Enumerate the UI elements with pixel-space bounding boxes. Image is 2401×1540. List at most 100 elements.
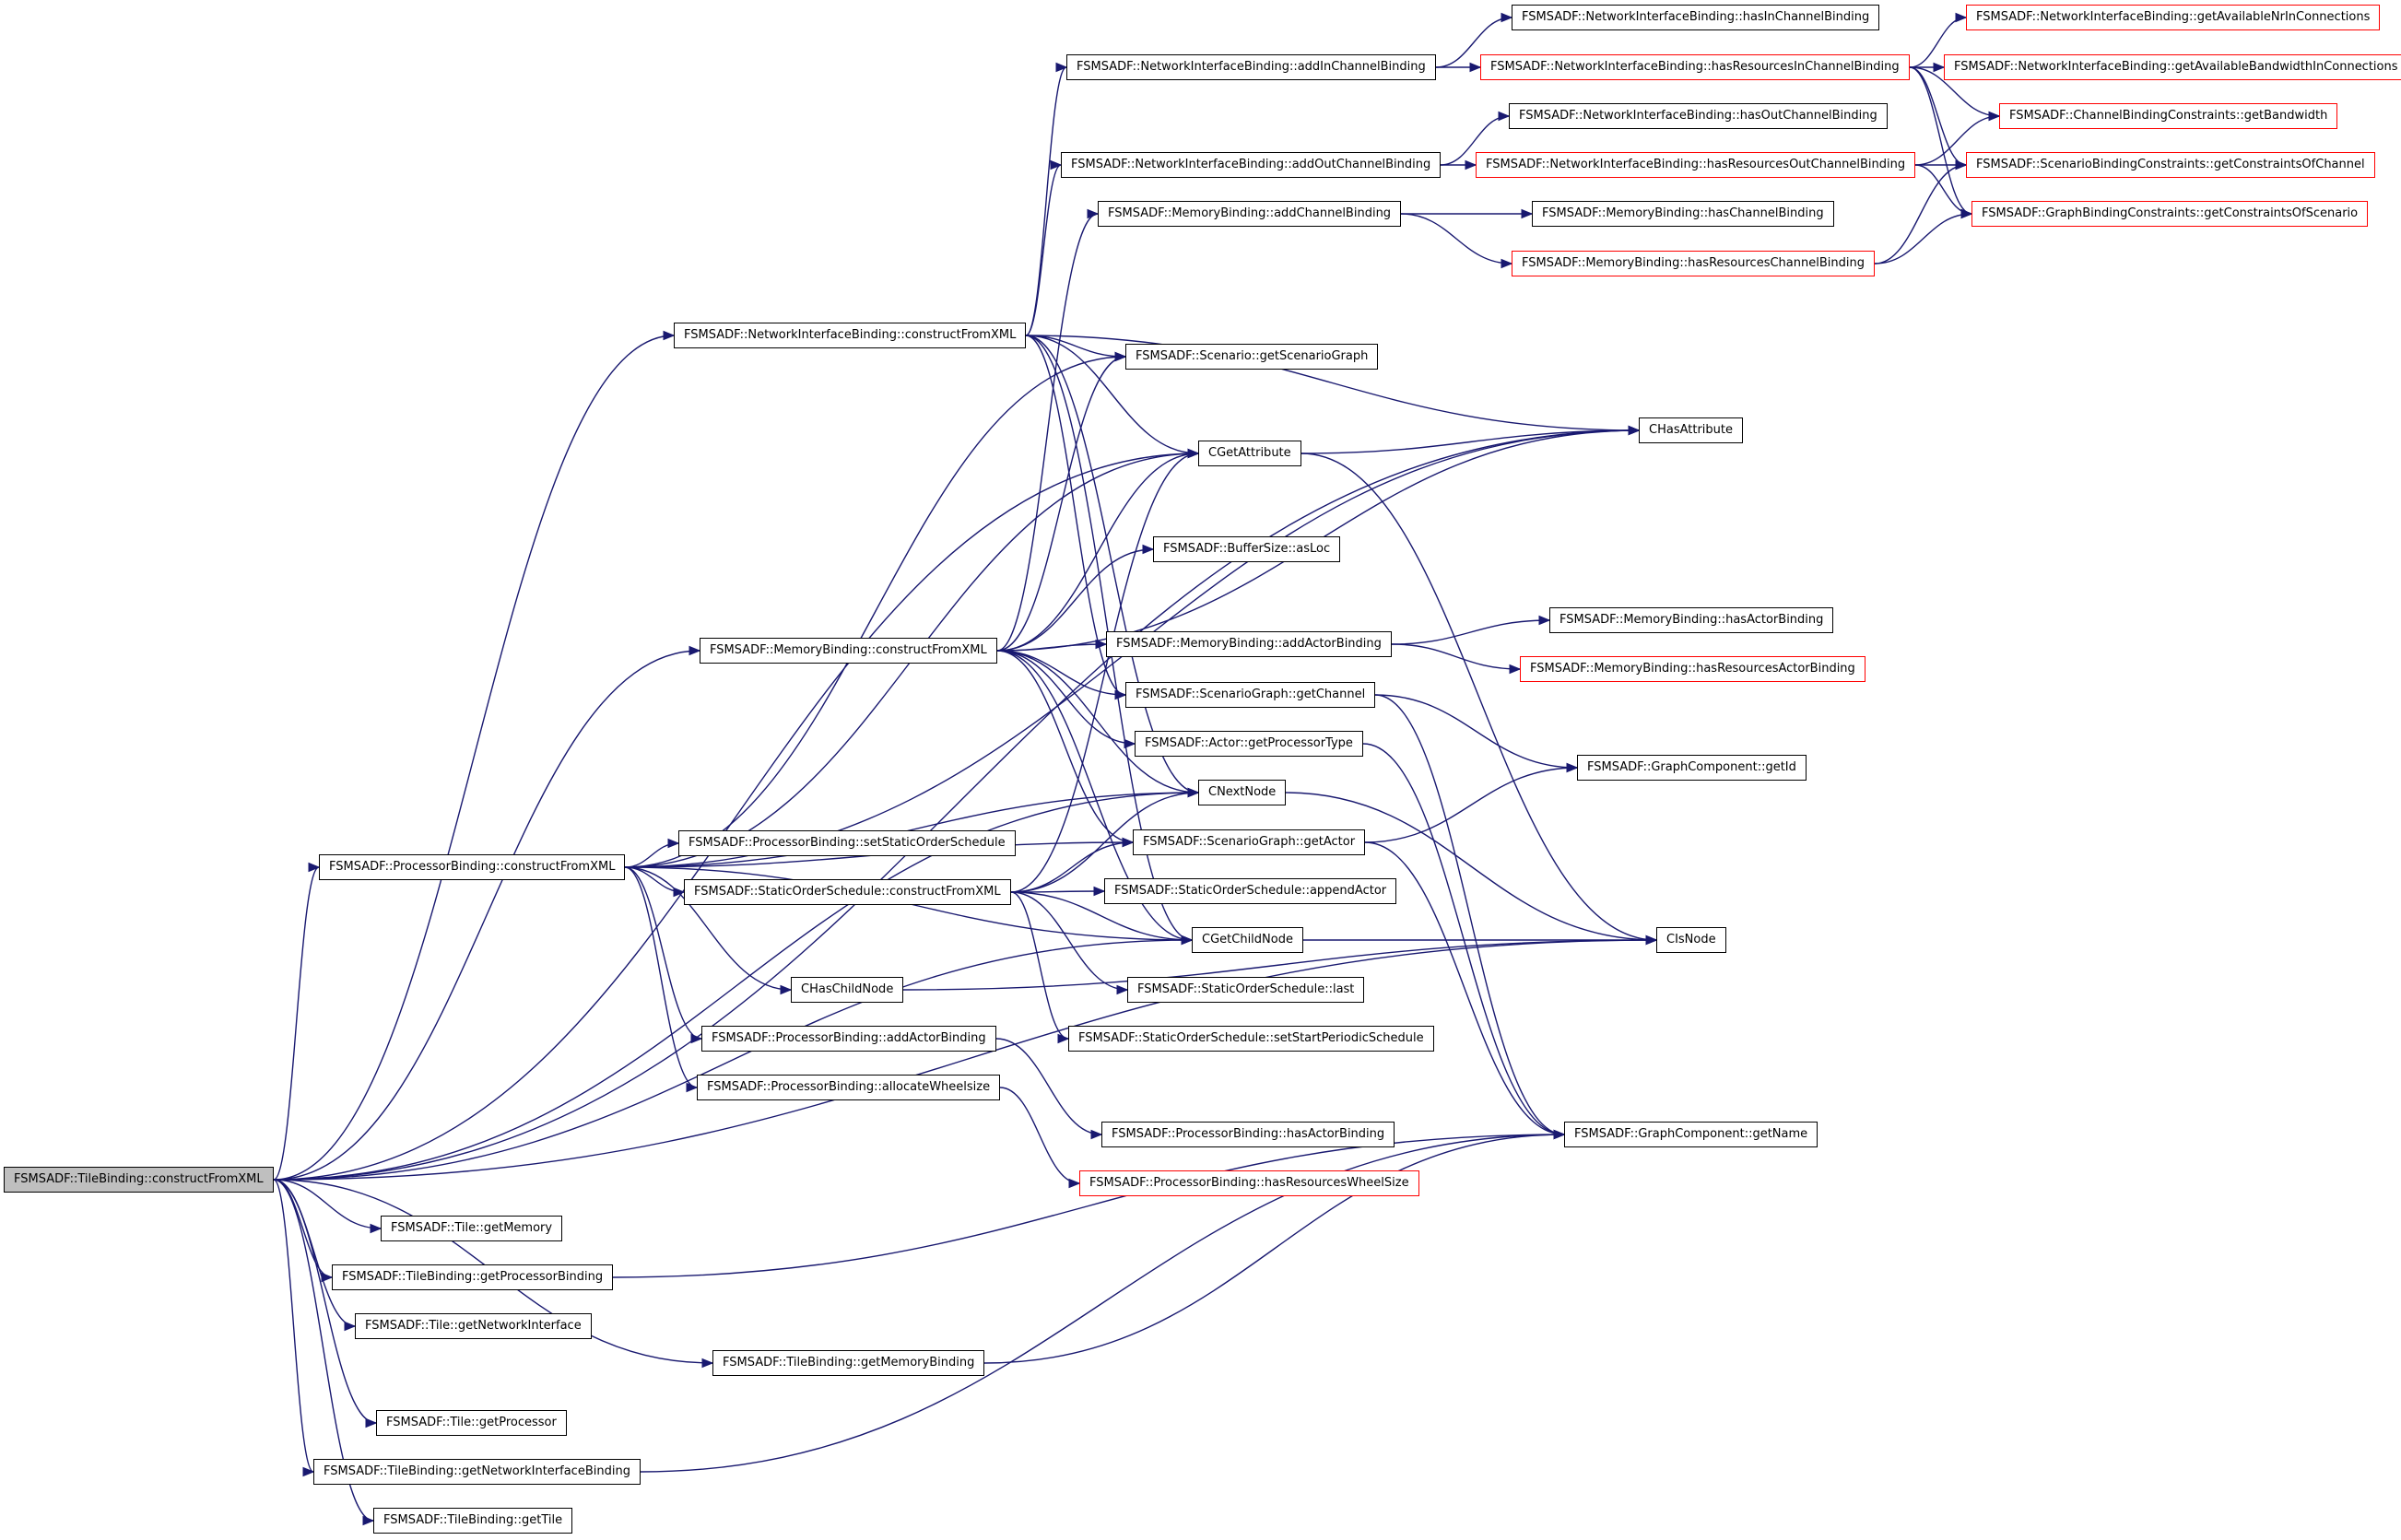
call-edge <box>273 1179 374 1522</box>
node[interactable]: FSMSADF::ScenarioGraph::getChannel <box>1125 682 1376 708</box>
node[interactable]: CGetChildNode <box>1192 927 1303 953</box>
node[interactable]: FSMSADF::ProcessorBinding::hasResourcesW… <box>1079 1170 1419 1196</box>
node[interactable]: FSMSADF::GraphComponent::getId <box>1577 755 1807 781</box>
node[interactable]: CNextNode <box>1198 780 1287 805</box>
node[interactable]: FSMSADF::ChannelBindingConstraints::getB… <box>1999 103 2338 129</box>
node[interactable]: FSMSADF::ProcessorBinding::allocateWheel… <box>697 1075 1001 1100</box>
call-edge <box>1010 891 1069 1040</box>
arrowhead-icon <box>1181 935 1194 946</box>
node[interactable]: FSMSADF::Tile::getNetworkInterface <box>355 1313 592 1339</box>
arrowhead-icon <box>1114 689 1127 700</box>
node[interactable]: FSMSADF::ScenarioBindingConstraints::get… <box>1966 152 2375 178</box>
node[interactable]: FSMSADF::Scenario::getScenarioGraph <box>1125 344 1379 370</box>
node[interactable]: FSMSADF::TileBinding::getTile <box>373 1508 573 1534</box>
node[interactable]: FSMSADF::StaticOrderSchedule::constructF… <box>684 879 1011 905</box>
node[interactable]: FSMSADF::MemoryBinding::hasChannelBindin… <box>1532 201 1834 227</box>
node[interactable]: FSMSADF::MemoryBinding::addActorBinding <box>1106 631 1392 657</box>
node[interactable]: FSMSADF::NetworkInterfaceBinding::hasOut… <box>1509 103 1888 129</box>
call-edge <box>1301 429 1640 454</box>
node[interactable]: FSMSADF::TileBinding::getNetworkInterfac… <box>313 1459 641 1485</box>
call-edge <box>1025 335 1640 431</box>
node-root[interactable]: FSMSADF::TileBinding::constructFromXML <box>4 1167 274 1193</box>
node[interactable]: FSMSADF::MemoryBinding::addChannelBindin… <box>1098 201 1402 227</box>
node[interactable]: FSMSADF::ProcessorBinding::addActorBindi… <box>701 1026 996 1052</box>
call-edge <box>1010 891 1128 991</box>
node[interactable]: FSMSADF::BufferSize::asLoc <box>1153 536 1341 562</box>
call-edge <box>1301 453 1657 941</box>
node[interactable]: FSMSADF::Tile::getProcessor <box>376 1410 567 1436</box>
arrowhead-icon <box>1498 111 1511 122</box>
call-edge <box>273 429 1640 1181</box>
call-edge <box>1909 66 2000 117</box>
call-edge <box>996 650 1199 794</box>
arrowhead-icon <box>1501 12 1513 23</box>
call-edge <box>273 453 1199 1181</box>
node[interactable]: FSMSADF::MemoryBinding::hasActorBinding <box>1549 607 1834 633</box>
call-edge <box>996 213 1099 652</box>
call-edge <box>624 866 792 991</box>
call-edge <box>1285 792 1657 941</box>
call-edge <box>273 866 320 1181</box>
call-edge <box>983 1134 1565 1364</box>
node[interactable]: FSMSADF::Actor::getProcessorType <box>1135 731 1363 757</box>
call-edge <box>273 1179 314 1473</box>
node[interactable]: FSMSADF::MemoryBinding::constructFromXML <box>700 638 997 664</box>
node[interactable]: FSMSADF::ProcessorBinding::hasActorBindi… <box>1101 1122 1395 1147</box>
node[interactable]: FSMSADF::TileBinding::getProcessorBindin… <box>332 1264 614 1290</box>
node[interactable]: FSMSADF::TileBinding::getMemoryBinding <box>712 1350 985 1376</box>
call-edge <box>273 650 700 1181</box>
arrowhead-icon <box>1142 544 1155 555</box>
node[interactable]: FSMSADF::GraphBindingConstraints::getCon… <box>1971 201 2369 227</box>
node[interactable]: FSMSADF::Tile::getMemory <box>381 1216 563 1241</box>
arrowhead-icon <box>1095 639 1108 650</box>
arrowhead-icon <box>663 330 676 341</box>
node[interactable]: FSMSADF::ProcessorBinding::setStaticOrde… <box>678 830 1016 856</box>
node[interactable]: FSMSADF::NetworkInterfaceBinding::getAva… <box>1944 54 2401 80</box>
node[interactable]: FSMSADF::NetworkInterfaceBinding::hasRes… <box>1476 152 1916 178</box>
node[interactable]: FSMSADF::NetworkInterfaceBinding::addInC… <box>1066 54 1436 80</box>
call-edge <box>1010 891 1193 941</box>
node[interactable]: FSMSADF::ScenarioGraph::getActor <box>1133 829 1366 855</box>
arrowhead-icon <box>1960 208 1973 219</box>
call-edge <box>1374 694 1578 769</box>
call-edge <box>273 335 675 1181</box>
node[interactable]: FSMSADF::StaticOrderSchedule::last <box>1127 977 1365 1003</box>
arrowhead-icon <box>1093 886 1106 897</box>
node[interactable]: CHasAttribute <box>1639 417 1743 443</box>
call-edge <box>1874 164 1967 265</box>
call-edge <box>1400 213 1512 265</box>
node[interactable]: FSMSADF::MemoryBinding::hasResourcesChan… <box>1512 251 1875 276</box>
call-edge <box>996 453 1199 652</box>
call-edge <box>995 1038 1102 1135</box>
call-edge <box>996 650 1136 745</box>
call-edge <box>1025 335 1199 454</box>
node[interactable]: FSMSADF::NetworkInterfaceBinding::constr… <box>674 323 1027 348</box>
call-edge <box>996 356 1126 652</box>
call-edge <box>1010 453 1199 893</box>
arrowhead-icon <box>362 1515 375 1526</box>
node[interactable]: FSMSADF::StaticOrderSchedule::setStartPe… <box>1068 1026 1434 1052</box>
node[interactable]: FSMSADF::StaticOrderSchedule::appendActo… <box>1104 878 1397 904</box>
call-edge <box>640 1134 1565 1473</box>
call-edge <box>1391 643 1521 670</box>
node[interactable]: FSMSADF::NetworkInterfaceBinding::hasInC… <box>1512 5 1880 30</box>
call-edge <box>273 939 1657 1181</box>
node[interactable]: FSMSADF::ProcessorBinding::constructFrom… <box>319 854 626 880</box>
arrowhead-icon <box>1187 787 1200 798</box>
arrowhead-icon <box>1057 1033 1070 1044</box>
node[interactable]: CIsNode <box>1656 927 1726 953</box>
node[interactable]: FSMSADF::NetworkInterfaceBinding::hasRes… <box>1480 54 1910 80</box>
call-edge <box>999 1087 1080 1184</box>
node[interactable]: FSMSADF::MemoryBinding::hasResourcesActo… <box>1520 656 1865 682</box>
call-edge <box>1025 335 1199 794</box>
arrowhead-icon <box>1538 615 1551 626</box>
node[interactable]: CHasChildNode <box>791 977 904 1003</box>
node[interactable]: CGetAttribute <box>1198 441 1301 466</box>
node[interactable]: FSMSADF::GraphComponent::getName <box>1564 1122 1818 1147</box>
arrowhead-icon <box>344 1321 357 1332</box>
node[interactable]: FSMSADF::NetworkInterfaceBinding::addOut… <box>1061 152 1442 178</box>
call-edge <box>624 792 1199 868</box>
arrowhead-icon <box>1122 837 1135 848</box>
node[interactable]: FSMSADF::NetworkInterfaceBinding::getAva… <box>1966 5 2381 30</box>
